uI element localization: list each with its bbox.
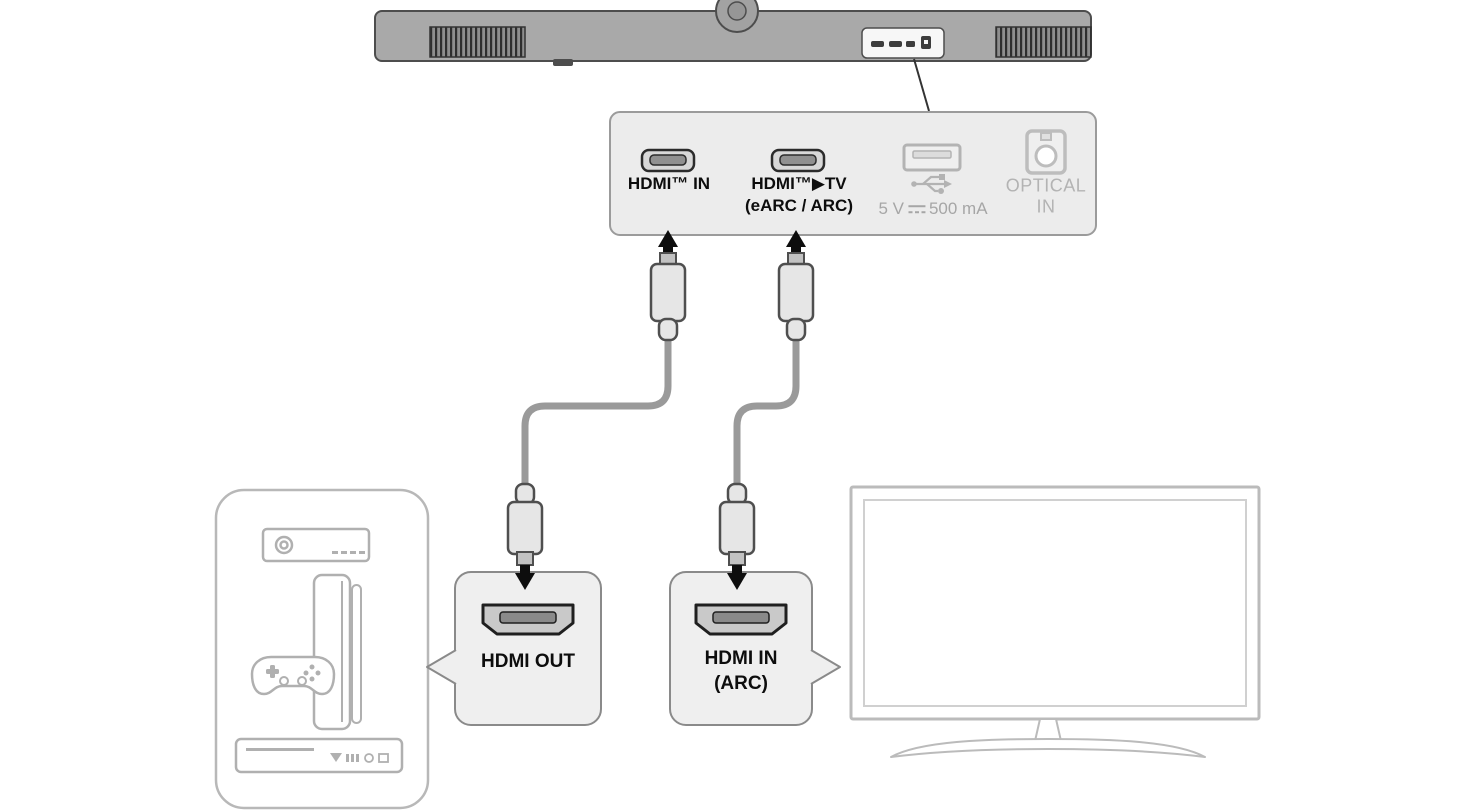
soundbar-grille-left [429, 26, 526, 58]
gamepad-icon [250, 655, 336, 696]
soundbar-port-recess [861, 27, 945, 59]
hdmi-plug-down-right [718, 482, 756, 590]
disc-player-icon [234, 737, 404, 774]
callout-leader-line [913, 58, 930, 112]
recess-usb-port [906, 41, 915, 47]
arrow-up-icon [786, 230, 806, 247]
recess-hdmi-port-1 [871, 41, 884, 47]
hdmi-out-socket-icon [481, 603, 575, 636]
ports-panel-background [609, 111, 1097, 236]
recess-optical-hole [924, 40, 928, 44]
hdmi-plug-up-left [649, 230, 687, 342]
usb-power-label-suffix: 500 mA [928, 199, 988, 219]
recess-hdmi-port-2 [889, 41, 902, 47]
hdmi-in-arc-label-line2: (ARC) [714, 673, 768, 695]
dc-symbol-icon [907, 205, 925, 214]
tv-outline [849, 485, 1261, 758]
hdmi-in-arc-pointer [810, 649, 841, 685]
tv-screen [863, 499, 1247, 707]
optical-in-label-line1: OPTICAL [1005, 175, 1087, 196]
game-console-icon [312, 573, 362, 731]
tv-stand-base [890, 738, 1206, 758]
hdmi-tv-port-label-line1: HDMI™▶TV [751, 174, 847, 194]
hdmi-cable-right [718, 230, 815, 590]
usb-power-label: 5 V 500 mA [878, 199, 987, 219]
soundbar-foot-notch [553, 59, 573, 66]
hdmi-plug-down-left [506, 482, 544, 590]
usb-symbol-icon [911, 174, 952, 194]
source-devices-box [214, 488, 430, 810]
hdmi-out-pointer [426, 649, 457, 685]
cable-wire-left [521, 338, 672, 486]
hdmi-out-callout-box [426, 571, 602, 726]
arrow-down-icon [515, 573, 535, 590]
soundbar-grille-right [995, 26, 1092, 58]
usb-port-icon [902, 143, 962, 172]
hdmi-cable-left [506, 230, 687, 590]
arrow-up-icon [658, 230, 678, 247]
hdmi-tv-port-icon [770, 148, 826, 173]
tv-stand-neck [1033, 718, 1063, 742]
hdmi-tv-port-label-line2: (eARC / ARC) [745, 196, 853, 216]
settop-box-icon [261, 527, 371, 563]
usb-power-label-prefix: 5 V [878, 199, 904, 219]
ports-panel [609, 111, 1097, 236]
optical-port-icon [1025, 129, 1067, 175]
soundbar [374, 0, 1092, 112]
cable-wire-right [733, 338, 800, 486]
soundbar-woofer-inner-circle [727, 1, 747, 21]
optical-in-label-line2: IN [1036, 196, 1056, 217]
hdmi-in-arc-callout-box [669, 571, 841, 726]
hdmi-in-arc-socket-icon [694, 603, 788, 636]
arrow-down-icon [727, 573, 747, 590]
hdmi-plug-up-right [777, 230, 815, 342]
hdmi-out-label: HDMI OUT [481, 651, 575, 673]
hdmi-in-arc-label-line1: HDMI IN [704, 648, 778, 670]
hdmi-in-port-label: HDMI™ IN [627, 174, 711, 194]
hdmi-in-port-icon [640, 148, 696, 173]
